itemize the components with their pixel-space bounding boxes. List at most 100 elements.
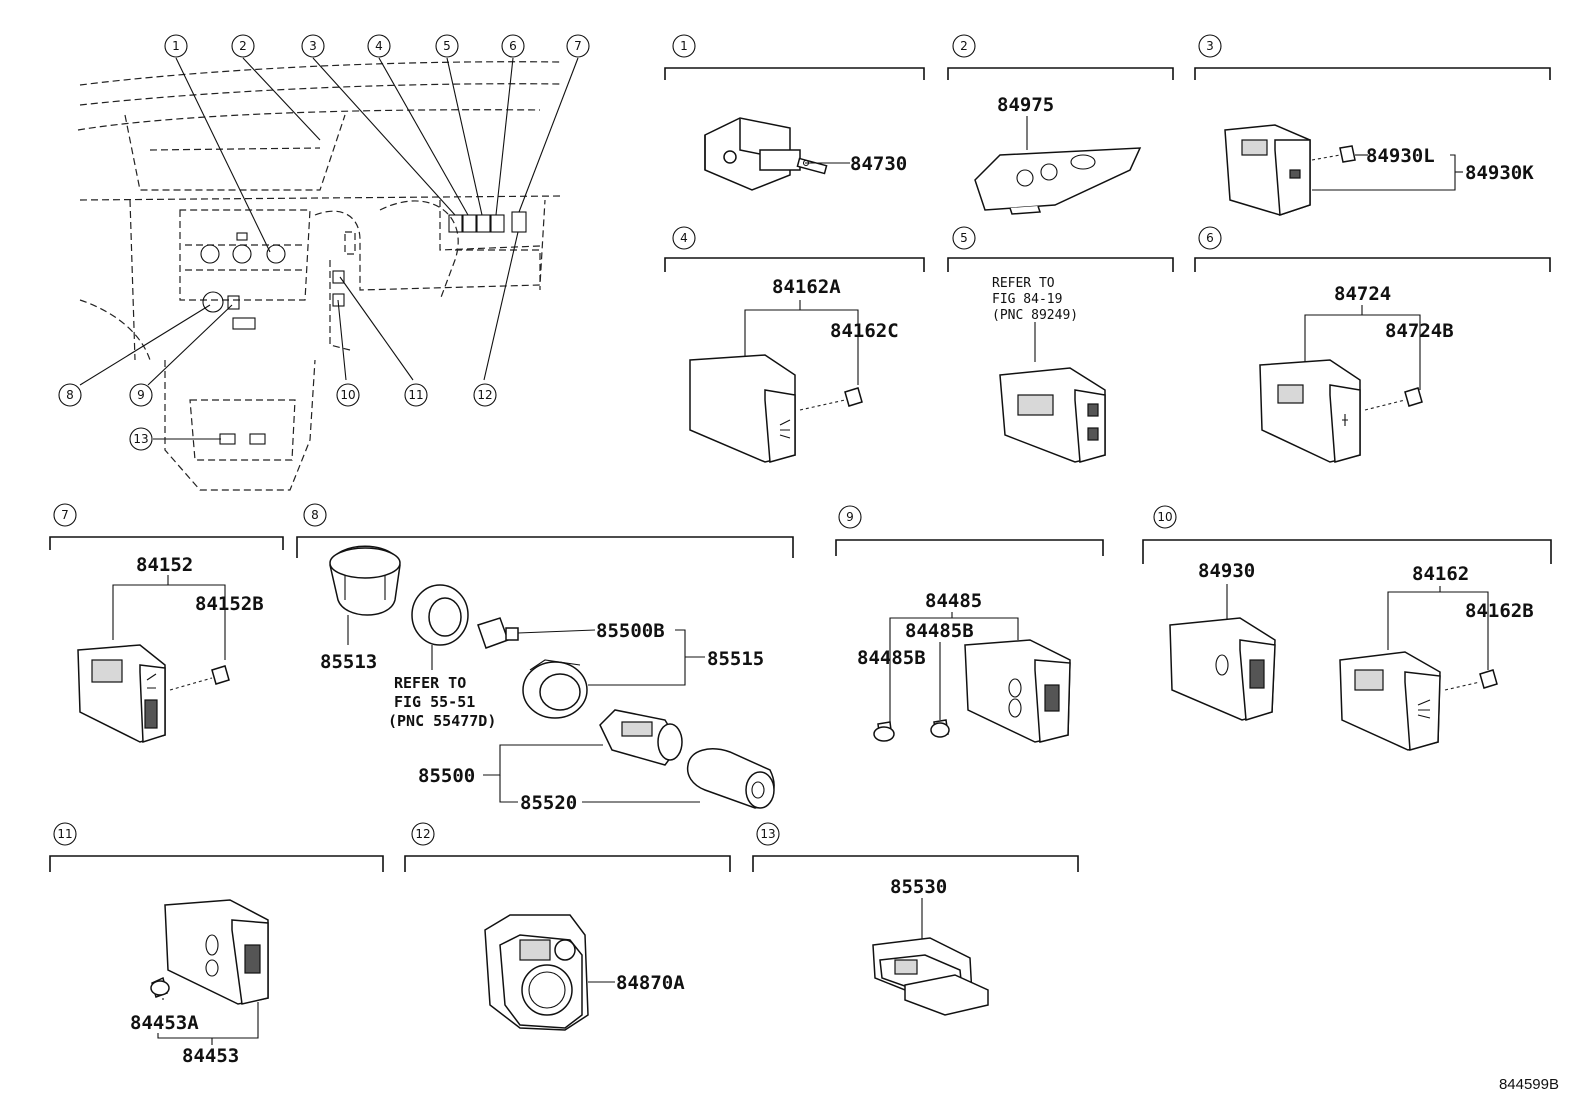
part-number-84930: 84930	[1198, 560, 1255, 582]
overview-callout-6: 6	[501, 34, 525, 58]
switch-5-illustration	[999, 367, 1106, 463]
section-5: 5 REFER TO FIG 84-19 (PNC 89249)	[947, 226, 1174, 463]
section-5-note-line-1: REFER TO	[992, 276, 1055, 291]
overview-callout-5: 5	[435, 34, 459, 58]
socket-holder-illustration	[329, 545, 401, 616]
part-number-85500: 85500	[418, 765, 475, 787]
section-5-note-line-3: (PNC 89249)	[992, 308, 1078, 323]
section-12: 12 84870A	[404, 822, 731, 1031]
part-number-84453A: 84453A	[130, 1012, 199, 1034]
socket-illustration	[522, 659, 588, 719]
diagram-reference-code: 844599B	[1499, 1076, 1559, 1093]
overview-callout-11: 11	[404, 383, 428, 407]
part-number-84930L: 84930L	[1366, 145, 1435, 167]
svg-text:11: 11	[57, 827, 72, 841]
lighter-socket-illustration	[599, 709, 683, 766]
part-number-84975: 84975	[997, 94, 1054, 116]
section-3: 3 84930L 84930K	[1194, 34, 1551, 217]
svg-text:2: 2	[960, 39, 968, 53]
section-5-note-line-2: FIG 84-19	[992, 292, 1062, 307]
section-7: 7 84152 84152B	[49, 503, 284, 744]
bulb-illustration	[477, 617, 519, 649]
section-4: 4 84162A 84162C	[664, 226, 925, 463]
part-number-84724: 84724	[1334, 283, 1391, 305]
svg-text:6: 6	[1206, 231, 1214, 245]
switch-6-illustration	[1259, 359, 1361, 463]
overview-callout-4: 4	[367, 34, 391, 58]
part-number-84724B: 84724B	[1385, 320, 1454, 342]
part-number-84162B: 84162B	[1465, 600, 1534, 622]
section-13: 13 85530	[752, 822, 1079, 1016]
lighter-plug-illustration	[686, 748, 775, 809]
part-number-84162A: 84162A	[772, 276, 841, 298]
part-number-85513: 85513	[320, 651, 377, 673]
part-number-85520: 85520	[520, 792, 577, 814]
overview-callout-7: 7	[566, 34, 590, 58]
svg-text:7: 7	[61, 508, 69, 522]
part-number-84152: 84152	[136, 554, 193, 576]
part-number-84162C: 84162C	[830, 320, 899, 342]
svg-text:9: 9	[137, 388, 145, 402]
svg-text:9: 9	[846, 510, 854, 524]
part-number-85530: 85530	[890, 876, 947, 898]
fog-switch-4-illustration	[689, 354, 796, 463]
svg-text:12: 12	[477, 388, 492, 402]
part-number-84152B: 84152B	[195, 593, 264, 615]
part-number-84453: 84453	[182, 1045, 239, 1067]
part-number-84485: 84485	[925, 590, 982, 612]
svg-text:3: 3	[309, 39, 317, 53]
svg-text:4: 4	[680, 231, 688, 245]
seat-heater-switch-9-illustration	[964, 639, 1071, 743]
overview-callout-8: 8	[58, 383, 82, 407]
svg-text:10: 10	[340, 388, 355, 402]
section-1: 1 84730	[664, 34, 925, 191]
svg-text:4: 4	[375, 39, 383, 53]
switch-bezel-illustration	[974, 147, 1142, 215]
fog-switch-10-illustration	[1339, 651, 1441, 751]
section-6: 6 84724 84724B	[1194, 226, 1551, 463]
part-number-84870A: 84870A	[616, 972, 685, 994]
svg-text:1: 1	[172, 39, 180, 53]
headlamp-switch-illustration	[704, 117, 828, 191]
power-outlet-illustration	[872, 937, 989, 1016]
part-number-84930K: 84930K	[1465, 162, 1534, 184]
overview-callout-13: 13	[129, 427, 153, 451]
part-number-85515: 85515	[707, 648, 764, 670]
section-8-note-line-1: REFER TO	[394, 674, 466, 692]
overview-callout-3: 3	[301, 34, 325, 58]
overview-callout-12: 12	[473, 383, 497, 407]
svg-text:11: 11	[408, 388, 423, 402]
section-10: 10 84930 84162 84162B	[1142, 505, 1552, 751]
section-2: 2 84975	[947, 34, 1174, 215]
switch-3-illustration	[1224, 124, 1311, 217]
section-1-number: 1	[680, 39, 688, 53]
overview-callout-2: 2	[231, 34, 255, 58]
part-number-84730: 84730	[850, 153, 907, 175]
svg-text:13: 13	[760, 827, 775, 841]
mirror-switch-illustration	[484, 914, 589, 1031]
svg-text:8: 8	[66, 388, 74, 402]
section-9: 9 84485 84485B 84485B	[835, 505, 1104, 743]
seat-heater-switch-10-illustration	[1169, 617, 1276, 721]
svg-text:12: 12	[415, 827, 430, 841]
svg-text:3: 3	[1206, 39, 1214, 53]
section-11: 11 84453A 84453	[49, 822, 384, 1067]
dashboard-overview: 1 2 3 4 5 6 7 8 9 10 11 12 13	[58, 34, 590, 491]
section-8: 8 85513 REFER TO FIG 55-51 (PNC 55477D) …	[296, 503, 794, 814]
overview-callout-9: 9	[129, 383, 153, 407]
section-8-note-line-3: (PNC 55477D)	[388, 712, 496, 730]
overview-callout-1: 1	[164, 34, 188, 58]
part-number-85500B: 85500B	[596, 620, 665, 642]
svg-text:13: 13	[133, 432, 148, 446]
switch-7-illustration	[77, 644, 166, 744]
svg-text:8: 8	[311, 508, 319, 522]
svg-text:10: 10	[1157, 510, 1172, 524]
ring-illustration	[411, 584, 469, 646]
part-number-84485B-upper: 84485B	[905, 620, 974, 642]
overview-callout-10: 10	[336, 383, 360, 407]
svg-text:6: 6	[509, 39, 517, 53]
section-8-note-line-2: FIG 55-51	[394, 693, 475, 711]
svg-text:5: 5	[443, 39, 451, 53]
svg-text:5: 5	[960, 231, 968, 245]
